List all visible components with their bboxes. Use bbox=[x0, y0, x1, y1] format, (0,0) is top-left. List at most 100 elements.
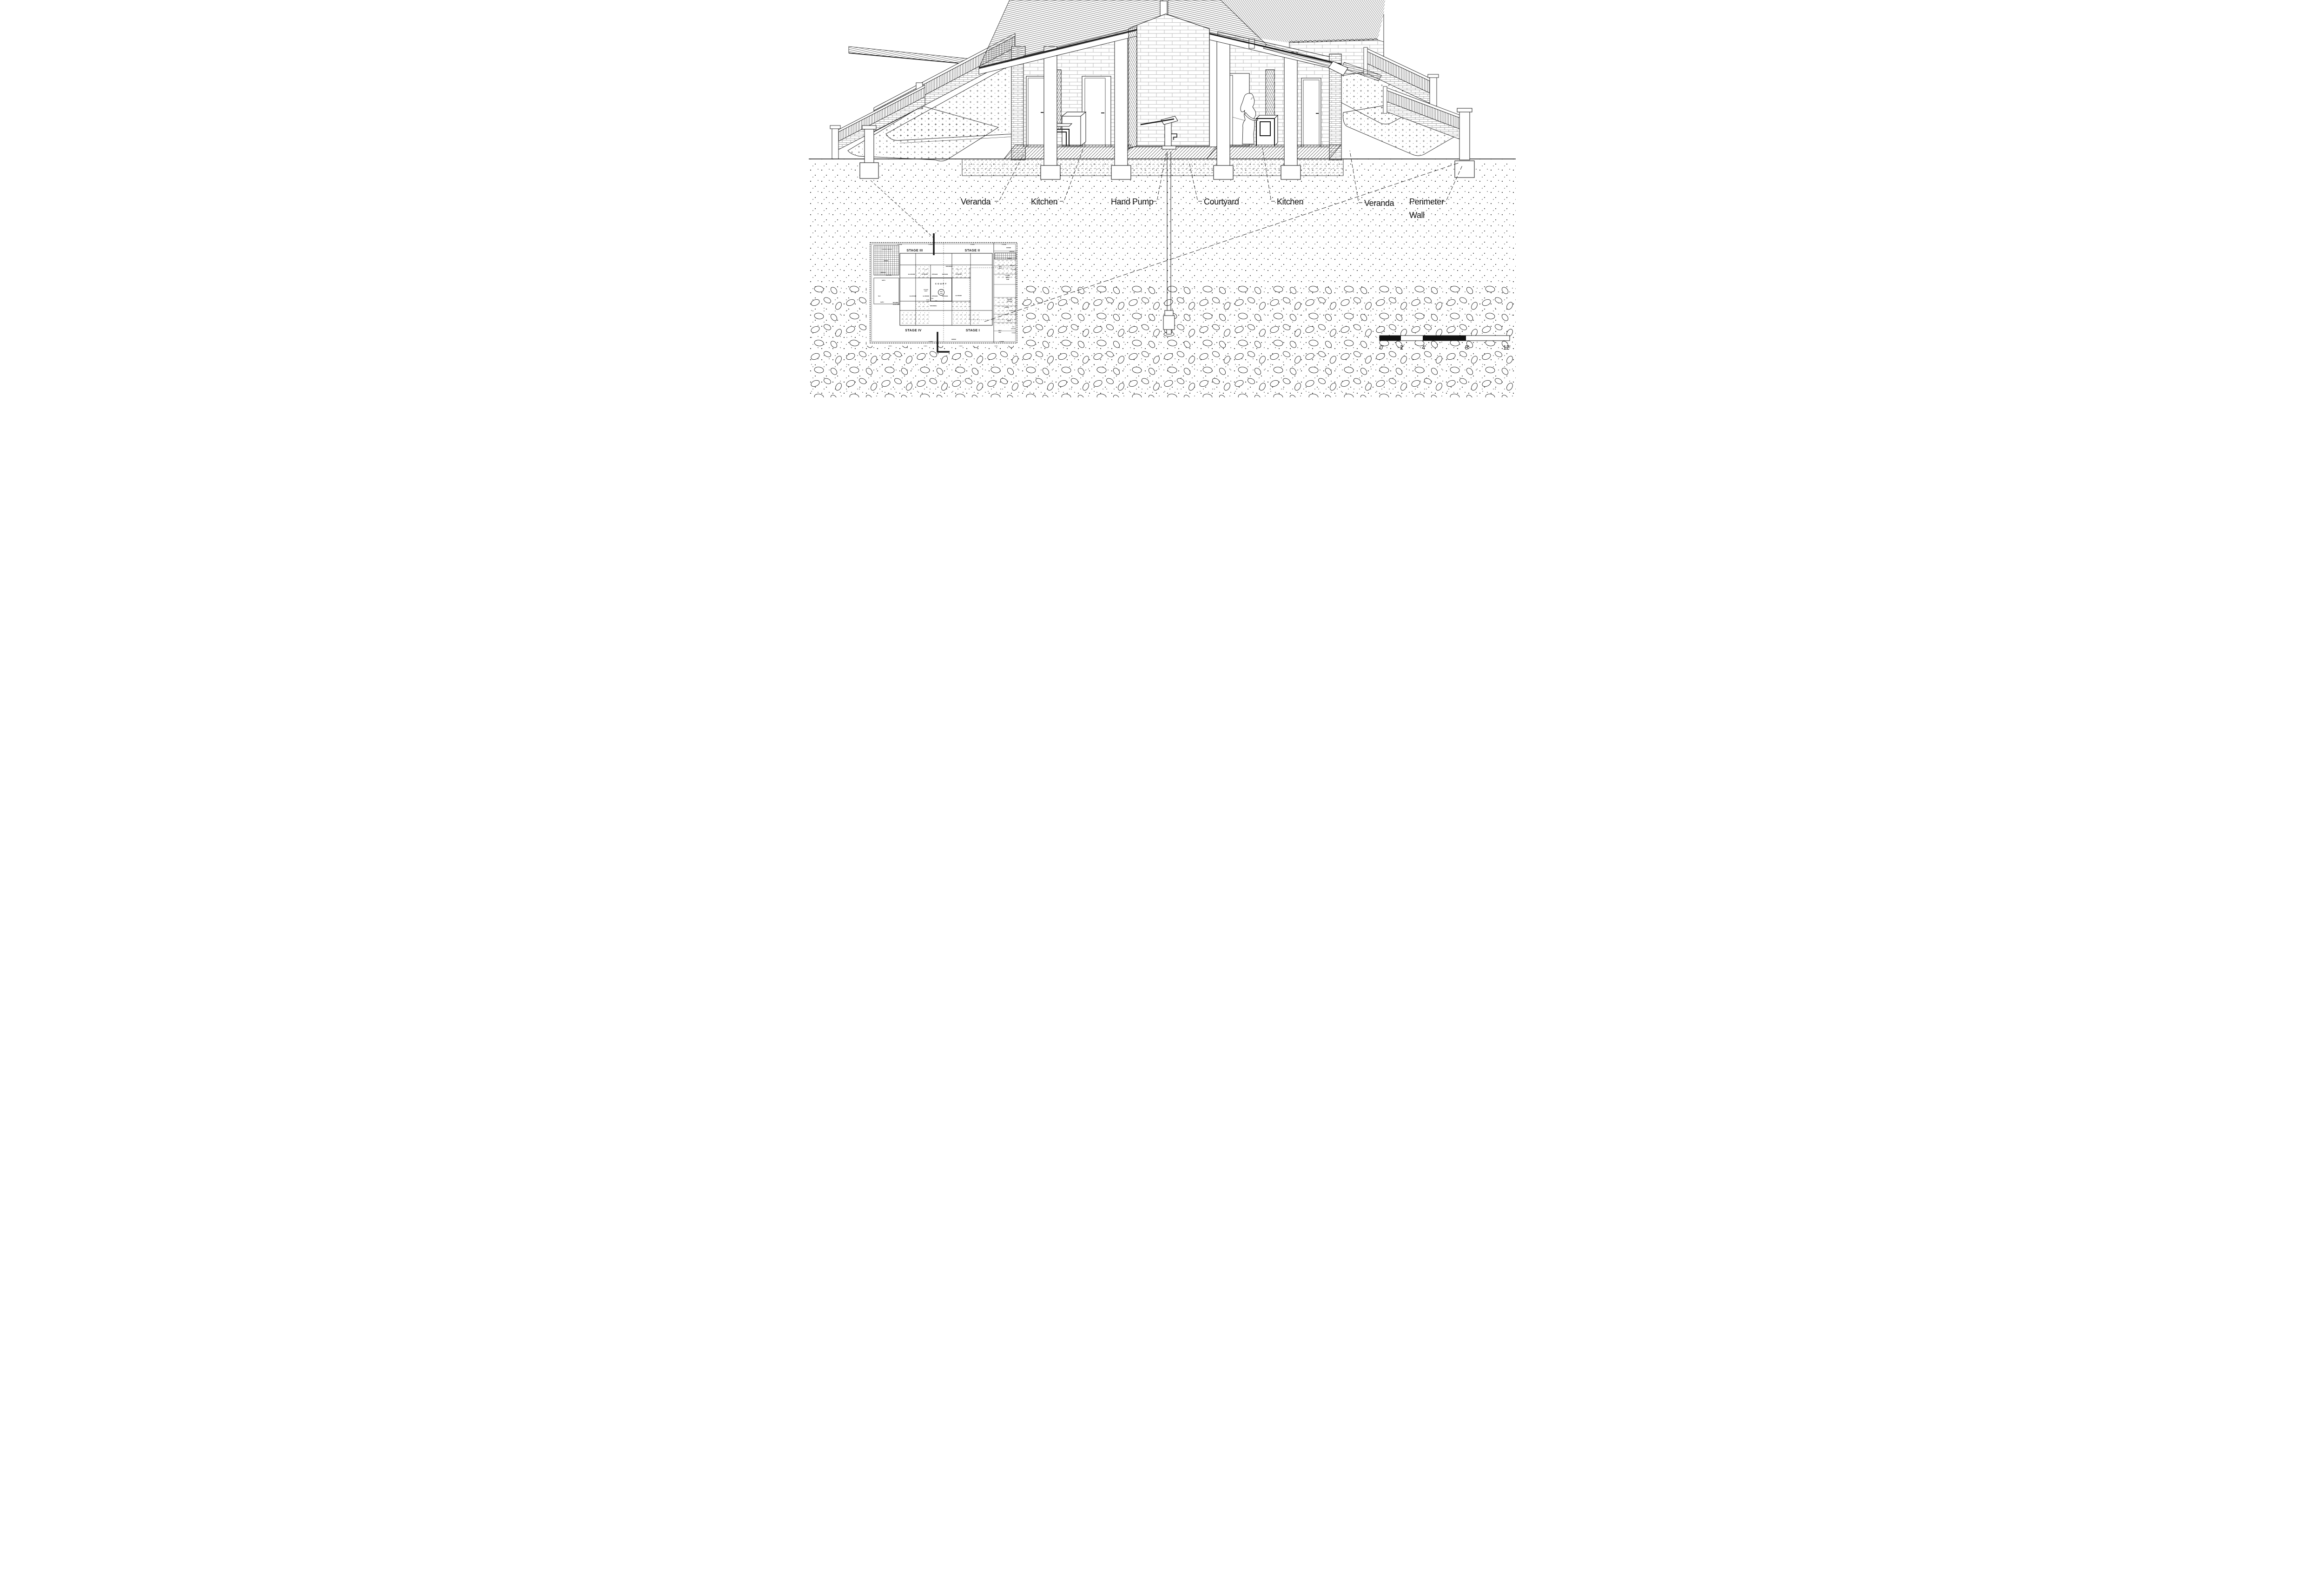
label-perimeter-wall: Wall bbox=[1409, 211, 1425, 220]
plan-room-label: 2nd ROOM bbox=[908, 273, 915, 275]
plan-room-label: 8' GATE bbox=[999, 341, 1004, 343]
plan-room-label: BATH bbox=[882, 279, 885, 281]
plan-room-label: FODDER bbox=[1007, 299, 1011, 300]
scale-tick-2: 2' bbox=[1400, 344, 1404, 351]
scale-bar: 0' 2' 4' 8' 12' bbox=[1379, 335, 1510, 351]
label-veranda-left: Veranda bbox=[961, 197, 991, 206]
section-labels: Veranda Kitchen Hand Pump Courtyard Kitc… bbox=[961, 197, 1444, 220]
plan-room-label: BATH bbox=[880, 301, 884, 303]
plan-room-label: MUD bbox=[1012, 327, 1014, 328]
plan-house-walls bbox=[899, 243, 994, 343]
column-footing bbox=[1110, 165, 1131, 180]
pump-head bbox=[1160, 116, 1178, 125]
lower-left-railing-wall bbox=[830, 85, 925, 159]
plan-room-label: 4' GATE bbox=[970, 244, 974, 245]
counter-recess bbox=[1259, 121, 1271, 136]
corrugated-eave-edge bbox=[1289, 38, 1378, 43]
plan-court-label: COURT bbox=[935, 283, 947, 285]
column bbox=[1216, 39, 1230, 167]
label-kitchen-right: Kitchen bbox=[1277, 197, 1303, 206]
plan-room-label: SINK bbox=[935, 301, 937, 302]
plan-room-label: KITCHEN bbox=[931, 295, 937, 297]
post-cap bbox=[830, 125, 840, 129]
courtyard-wall-side bbox=[1128, 25, 1137, 149]
scale-segment-black bbox=[1422, 336, 1466, 341]
plan-room-label: PUMP bbox=[939, 293, 943, 294]
plan-room-label: HAND bbox=[939, 291, 943, 292]
courtyard-wall-front bbox=[1136, 13, 1210, 146]
plan-room-label: MANGER bbox=[1009, 251, 1014, 252]
plan-room-label: STORE bbox=[926, 301, 930, 302]
plan-room-label: DRAIN bbox=[884, 260, 888, 262]
pump-body bbox=[1164, 121, 1171, 146]
door-right-room bbox=[1301, 78, 1321, 147]
architectural-section-sheet: STAGE III STAGE II STAGE IV STAGE I COUR… bbox=[808, 0, 1516, 397]
plan-room-label: WASHING bbox=[892, 302, 898, 303]
column-footing bbox=[1213, 165, 1234, 180]
plan-stage-1-label: STAGE I bbox=[965, 329, 979, 332]
label-hand-pump: Hand Pump bbox=[1111, 197, 1154, 206]
door-left-kitchen bbox=[1082, 76, 1111, 147]
column-footing bbox=[1040, 165, 1061, 180]
scale-tick-0: 0' bbox=[1380, 344, 1384, 351]
leader-lines bbox=[870, 147, 1463, 322]
well-cylinder bbox=[1163, 315, 1175, 330]
section-drawing: STAGE III STAGE II STAGE IV STAGE I COUR… bbox=[808, 0, 1516, 397]
left-veranda-floor bbox=[1003, 145, 1132, 159]
plan-room-label: KITCHEN bbox=[942, 295, 947, 297]
kitchen-counter-right bbox=[1255, 114, 1278, 147]
column bbox=[1284, 52, 1297, 167]
plan-room-label: CALF bbox=[998, 330, 1001, 331]
plan-room-fills bbox=[901, 260, 1016, 325]
plan-room-label: 1st ROOM bbox=[955, 295, 962, 297]
plan-room-label: SHELF bbox=[924, 291, 928, 292]
column bbox=[1043, 46, 1057, 167]
lower-right-terrace-floor bbox=[1342, 105, 1460, 156]
construction-line-left bbox=[870, 180, 934, 238]
columns bbox=[1040, 37, 1301, 180]
plan-room-label: CALF bbox=[998, 266, 1002, 267]
pump-spout bbox=[1171, 133, 1177, 140]
plan-room-label: FOOD bbox=[926, 300, 929, 301]
plan-room-label: 8' GATE bbox=[898, 244, 902, 245]
plan-room-label: KITCHEN bbox=[942, 273, 947, 275]
plan-room-label: VERANDAH bbox=[945, 265, 952, 267]
plan-room-label: VERANDAH bbox=[930, 305, 937, 307]
courtyard-wall bbox=[1128, 13, 1210, 149]
kitchen-counter-left bbox=[1061, 111, 1086, 147]
section-cut-mark-bottom bbox=[936, 332, 950, 353]
label-courtyard: Courtyard bbox=[1204, 197, 1239, 206]
label-perimeter: Perimeter bbox=[1409, 197, 1444, 206]
scale-tick-4: 4' bbox=[1422, 344, 1426, 351]
plan-room-label: KITCHEN bbox=[931, 273, 937, 275]
plan-room-label: MANGER bbox=[1010, 265, 1015, 266]
plan-room-label: DRAIN bbox=[1007, 257, 1011, 259]
scale-tick-8: 8' bbox=[1465, 344, 1469, 351]
floor-plan-inset: STAGE III STAGE II STAGE IV STAGE I COUR… bbox=[866, 233, 1022, 353]
scale-segment-black bbox=[1379, 336, 1401, 341]
scale-tick-12: 12' bbox=[1503, 344, 1510, 351]
plan-room-label: DRAIN bbox=[1007, 320, 1010, 322]
woman-figure bbox=[1240, 93, 1258, 145]
plan-room-label: MANGER bbox=[880, 272, 885, 273]
plan-room-label: 4' GATE bbox=[928, 341, 932, 343]
hand-pump-assembly bbox=[1140, 116, 1178, 336]
door-left-room bbox=[1026, 76, 1046, 147]
right-terraces bbox=[1322, 47, 1460, 156]
post-cap bbox=[1427, 74, 1439, 78]
plan-room-label: MUD MANGER bbox=[1009, 310, 1016, 311]
lower-right-railing-wall bbox=[1383, 86, 1460, 140]
railing-post bbox=[1429, 77, 1437, 106]
plan-room-label: 1st ROOM bbox=[955, 273, 962, 275]
perimeter-wall-posts bbox=[859, 108, 1475, 179]
plan-room-label: PEN bbox=[998, 332, 1001, 333]
plan-court bbox=[930, 277, 952, 302]
plan-room-label: 1st ROOM bbox=[921, 273, 928, 275]
plan-room-label: FUTURE bbox=[1005, 275, 1010, 277]
plan-room-label: PEN bbox=[999, 268, 1001, 269]
plan-room-label: W.C bbox=[878, 295, 880, 297]
plan-room-label: 8' GATE bbox=[1002, 244, 1006, 245]
railing-post bbox=[832, 127, 838, 159]
floor-slabs bbox=[1003, 145, 1341, 159]
plan-stage-2-label: STAGE II bbox=[964, 249, 980, 252]
